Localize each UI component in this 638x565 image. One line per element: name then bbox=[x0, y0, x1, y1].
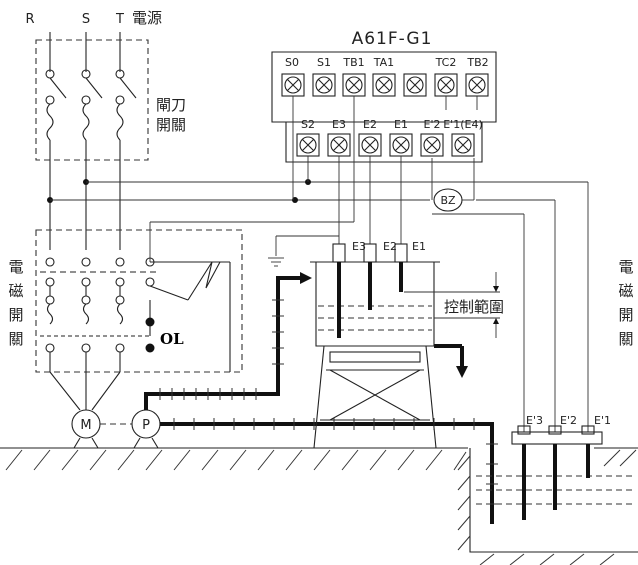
motor-label: M bbox=[80, 418, 91, 433]
motor: M bbox=[71, 409, 101, 449]
lower-tank: E'3 E'2 E'1 bbox=[457, 414, 638, 565]
knife-switch: 閘刀 開關 bbox=[35, 39, 186, 161]
mag-switch-char-right: 磁 bbox=[618, 282, 633, 300]
water-pipes bbox=[144, 272, 498, 524]
terminal-label: E1 bbox=[394, 118, 408, 131]
upper-electrode-label: E2 bbox=[383, 240, 397, 253]
right-mag-switch-label: 電 磁 開 關 bbox=[618, 258, 633, 348]
relay-unit: A61F-G1 S0 S1 TB1 TA1 TC2 TB2 S2 E3 bbox=[271, 29, 497, 212]
terminal-label: S0 bbox=[285, 56, 299, 69]
power-source-label: 電源 bbox=[132, 9, 162, 27]
mag-switch-char: 關 bbox=[8, 330, 23, 348]
terminal-label: E'2 bbox=[424, 118, 441, 131]
upper-electrode-label: E1 bbox=[412, 240, 426, 253]
bus-lines bbox=[47, 140, 588, 250]
knife-switch-label-1: 閘刀 bbox=[156, 96, 186, 114]
mag-switch-char: 磁 bbox=[8, 282, 23, 300]
buzzer: BZ bbox=[431, 158, 475, 212]
control-range-label: 控制範圍 bbox=[444, 298, 504, 316]
terminal-label: TA1 bbox=[373, 56, 394, 69]
mag-switch-char: 開 bbox=[8, 306, 23, 324]
upper-tank: E3 E2 E1 控制範圍 bbox=[310, 240, 504, 347]
ol-contact-top bbox=[145, 317, 155, 327]
terminal-label: E3 bbox=[332, 118, 346, 131]
pump: P bbox=[131, 409, 161, 449]
knife-switch-label-2: 開關 bbox=[156, 116, 186, 134]
overload-label: OL bbox=[160, 330, 184, 348]
mag-switch-char: 電 bbox=[8, 258, 23, 276]
phase-s-label: S bbox=[82, 12, 90, 27]
relay-housing bbox=[271, 51, 497, 163]
power-supply: R S T 電源 bbox=[25, 9, 162, 27]
mag-switch-char-right: 關 bbox=[618, 330, 633, 348]
ol-contact-bottom bbox=[145, 343, 155, 353]
supply-lines bbox=[49, 32, 121, 72]
tank-tower bbox=[313, 345, 437, 449]
terminal-label: E2 bbox=[363, 118, 377, 131]
terminal-label: TB1 bbox=[342, 56, 364, 69]
relay-bottom-terminals: S2 E3 E2 E1 E'2 E'1(E4) bbox=[296, 118, 483, 157]
lower-electrode-label: E'1 bbox=[594, 414, 611, 427]
ground bbox=[0, 447, 468, 471]
terminal-label: S1 bbox=[317, 56, 331, 69]
pump-label: P bbox=[142, 418, 150, 433]
terminal-label: S2 bbox=[301, 118, 315, 131]
buzzer-label: BZ bbox=[440, 194, 456, 207]
magnetic-switch: 電 磁 開 關 OL bbox=[8, 229, 243, 373]
lower-electrode-label: E'2 bbox=[560, 414, 577, 427]
motor-feed bbox=[49, 371, 121, 411]
mag-switch-char-right: 電 bbox=[618, 258, 633, 276]
terminal-label: E'1(E4) bbox=[443, 118, 483, 131]
terminal-label: TC2 bbox=[435, 56, 457, 69]
phase-r-label: R bbox=[25, 12, 34, 27]
magnetic-switch-enclosure bbox=[35, 229, 243, 373]
knife-switch-enclosure bbox=[35, 39, 149, 161]
relay-wiring bbox=[149, 96, 589, 432]
mag-switch-char-right: 開 bbox=[618, 306, 633, 324]
relay-model-label: A61F-G1 bbox=[352, 29, 433, 49]
upper-electrode-label: E3 bbox=[352, 240, 366, 253]
lower-electrode-label: E'3 bbox=[526, 414, 543, 427]
phase-t-label: T bbox=[115, 12, 124, 27]
relay-top-terminals: S0 S1 TB1 TA1 TC2 TB2 bbox=[281, 56, 489, 97]
terminal-label: TB2 bbox=[466, 56, 488, 69]
